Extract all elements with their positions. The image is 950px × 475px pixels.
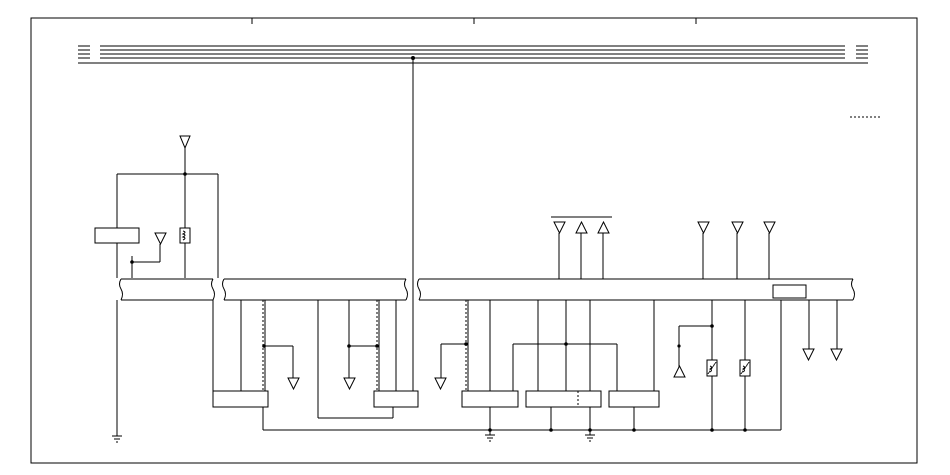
connector-strip-2: [222, 278, 408, 301]
right-section-inputs: [551, 216, 776, 279]
terminal-arrow-icon: [343, 377, 356, 391]
power-bus: [78, 45, 868, 64]
ground-symbol-icon: [585, 430, 595, 442]
terminal-arrow-icon: [763, 221, 776, 235]
ground-symbol-icon: [485, 430, 495, 442]
relay-box: [94, 227, 140, 244]
junction-dot: [564, 342, 568, 346]
module-box: [461, 390, 519, 408]
terminal-arrow-icon: [731, 221, 744, 235]
junction-dot: [464, 342, 468, 346]
terminal-arrow-icon: [154, 232, 167, 246]
junction-dot: [677, 344, 681, 348]
middle-section: [212, 300, 419, 430]
junction-dot: [743, 428, 747, 432]
terminal-arrow-icon: [697, 221, 710, 235]
junction-dot: [549, 428, 553, 432]
connector-strip-1: [119, 278, 215, 301]
right-section-drops: [434, 300, 843, 432]
terminal-arrow-up-icon: [673, 364, 686, 378]
terminal-arrow-icon: [553, 221, 566, 235]
junction-dot: [347, 344, 351, 348]
ground-bus: [263, 428, 781, 432]
module-box: [608, 390, 660, 408]
terminal-arrow-icon: [179, 135, 191, 150]
module-box: [212, 390, 269, 408]
left-section: [94, 135, 219, 432]
junction-dot: [632, 428, 636, 432]
connector-label-box: [772, 284, 807, 299]
terminal-arrow-icon: [434, 377, 447, 391]
terminal-arrow-icon: [287, 377, 300, 391]
junction-dot: [710, 324, 714, 328]
terminal-arrow-icon: [830, 348, 843, 362]
module-box: [525, 390, 602, 408]
terminal-arrow-icon: [802, 348, 815, 362]
module-box: [373, 390, 419, 408]
ground-symbol-icon: [112, 432, 122, 443]
junction-dot: [262, 344, 266, 348]
junction-dot: [710, 428, 714, 432]
